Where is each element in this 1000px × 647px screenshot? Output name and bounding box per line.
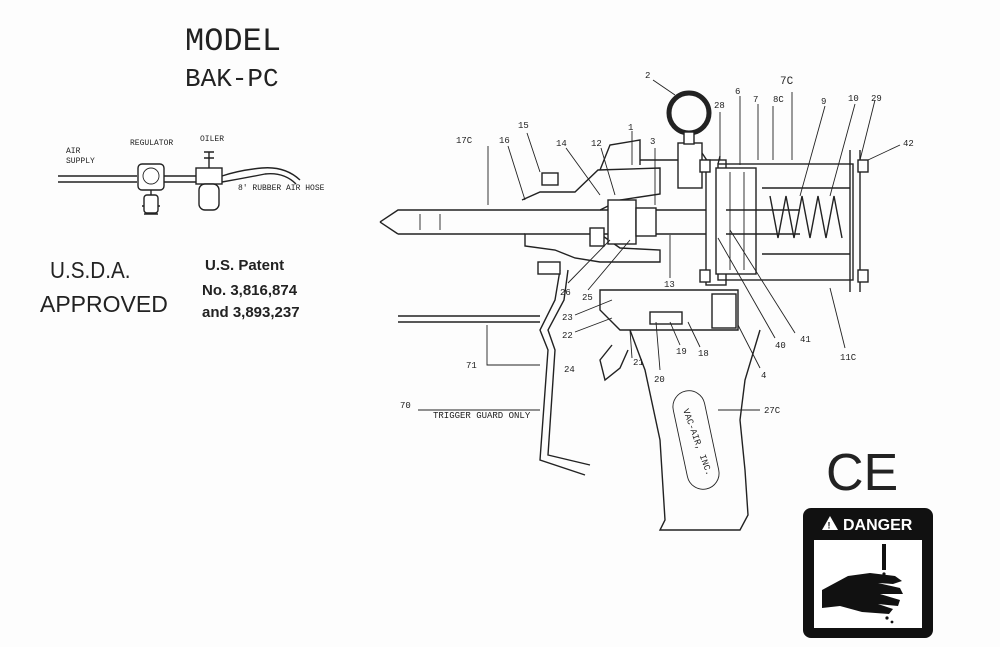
return-spring xyxy=(769,195,843,239)
regulator-label: REGULATOR xyxy=(130,139,173,148)
piston-seal xyxy=(635,207,657,237)
corrosive-hand-icon xyxy=(822,544,903,624)
callout-26: 26 xyxy=(560,288,571,298)
callout-40: 40 xyxy=(775,341,786,351)
callout-13: 13 xyxy=(664,280,675,290)
callout-12: 12 xyxy=(591,139,602,149)
tie-bolt-bottom-right xyxy=(857,269,869,283)
callout-1: 1 xyxy=(628,123,633,133)
callout-7: 7 xyxy=(753,95,758,105)
tie-bolt-top-left xyxy=(699,159,711,173)
hose-label: 8' RUBBER AIR HOSE xyxy=(238,184,325,193)
callout-21: 21 xyxy=(633,358,644,368)
callout-23: 23 xyxy=(562,313,573,323)
valve-cap xyxy=(711,293,737,329)
barrel xyxy=(379,209,525,235)
hanger-ring xyxy=(666,90,712,136)
piston-lines xyxy=(729,172,745,270)
top-block xyxy=(677,142,703,189)
adjust-knob xyxy=(541,172,559,186)
air-supply-label-1: AIR xyxy=(66,147,81,156)
oiler-label: OILER xyxy=(200,135,224,144)
oiler-bowl xyxy=(198,183,220,211)
regulator-filter xyxy=(143,194,159,214)
regulator-gauge xyxy=(142,167,160,185)
valve-block xyxy=(599,289,739,331)
callout-15: 15 xyxy=(518,121,529,131)
callout-28: 28 xyxy=(714,101,725,111)
regulator-oiler-pipe xyxy=(164,175,196,183)
oiler-body xyxy=(195,167,223,185)
patent-line-3: and 3,893,237 xyxy=(202,304,300,321)
pistol-grip xyxy=(629,329,761,531)
piston-collar xyxy=(607,199,637,245)
usda-label: U.S.D.A. xyxy=(50,257,131,283)
tie-bolt-top-right xyxy=(857,159,869,173)
danger-sign: ! DANGER xyxy=(803,508,933,638)
callout-25: 25 xyxy=(582,293,593,303)
grip-label-panel xyxy=(672,390,720,490)
callout-17c: 17C xyxy=(456,136,473,146)
callout-24: 24 xyxy=(564,365,575,375)
danger-label: DANGER xyxy=(843,517,913,534)
callout-41: 41 xyxy=(800,335,811,345)
warning-triangle-mark: ! xyxy=(828,521,831,531)
warning-triangle-icon xyxy=(822,516,838,530)
callout-20: 20 xyxy=(654,375,665,385)
callout-2: 2 xyxy=(645,71,650,81)
ce-mark: CE xyxy=(826,444,898,502)
valve-spool xyxy=(649,311,683,325)
callout-7c: 7C xyxy=(780,76,794,88)
air-hose xyxy=(221,167,301,185)
model-title: MODEL xyxy=(185,23,281,60)
guard-mount xyxy=(537,261,561,275)
barrel-marks xyxy=(419,214,441,230)
callout-leaders xyxy=(418,79,901,411)
ring-post xyxy=(683,131,695,145)
callout-9: 9 xyxy=(821,97,826,107)
callout-numbers: 2 15 1 17C 16 14 12 3 28 6 7C 7 8C 9 10 … xyxy=(400,71,914,421)
callout-6: 6 xyxy=(735,87,740,97)
spring-housing xyxy=(762,187,850,255)
callout-18: 18 xyxy=(698,349,709,359)
trigger-guard xyxy=(539,269,591,476)
callout-16: 16 xyxy=(499,136,510,146)
callout-14: 14 xyxy=(556,139,567,149)
trigger-guard-note: TRIGGER GUARD ONLY xyxy=(433,411,531,421)
callout-10: 10 xyxy=(848,94,859,104)
callout-71: 71 xyxy=(466,361,477,371)
oiler-fill-cap xyxy=(204,151,214,168)
callout-8c: 8C xyxy=(773,95,784,105)
air-supply-label-2: SUPPLY xyxy=(66,157,95,166)
supply-pipe xyxy=(58,175,137,183)
patent-line-2: No. 3,816,874 xyxy=(202,282,298,299)
model-number: BAK-PC xyxy=(185,64,279,94)
air-system-sketch: AIR SUPPLY REGULATOR OILER 8' RUBBER AIR… xyxy=(58,135,325,215)
callout-4: 4 xyxy=(761,371,766,381)
bushing xyxy=(589,227,605,247)
callout-70: 70 xyxy=(400,401,411,411)
callout-29: 29 xyxy=(871,94,882,104)
callout-19: 19 xyxy=(676,347,687,357)
callout-3: 3 xyxy=(650,137,655,147)
guard-rod xyxy=(398,315,540,323)
callout-22: 22 xyxy=(562,331,573,341)
cylinder-piston xyxy=(715,167,757,275)
approved-label: APPROVED xyxy=(40,291,168,317)
callout-27c: 27C xyxy=(764,406,781,416)
patent-line-1: U.S. Patent xyxy=(205,257,284,274)
callout-11c: 11C xyxy=(840,353,857,363)
trigger xyxy=(599,344,629,382)
callout-42: 42 xyxy=(903,139,914,149)
tie-bolt-bottom-left xyxy=(699,269,711,283)
piston-rod xyxy=(726,209,800,235)
gun-drawing: VAC-AIR, INC. xyxy=(379,90,869,531)
